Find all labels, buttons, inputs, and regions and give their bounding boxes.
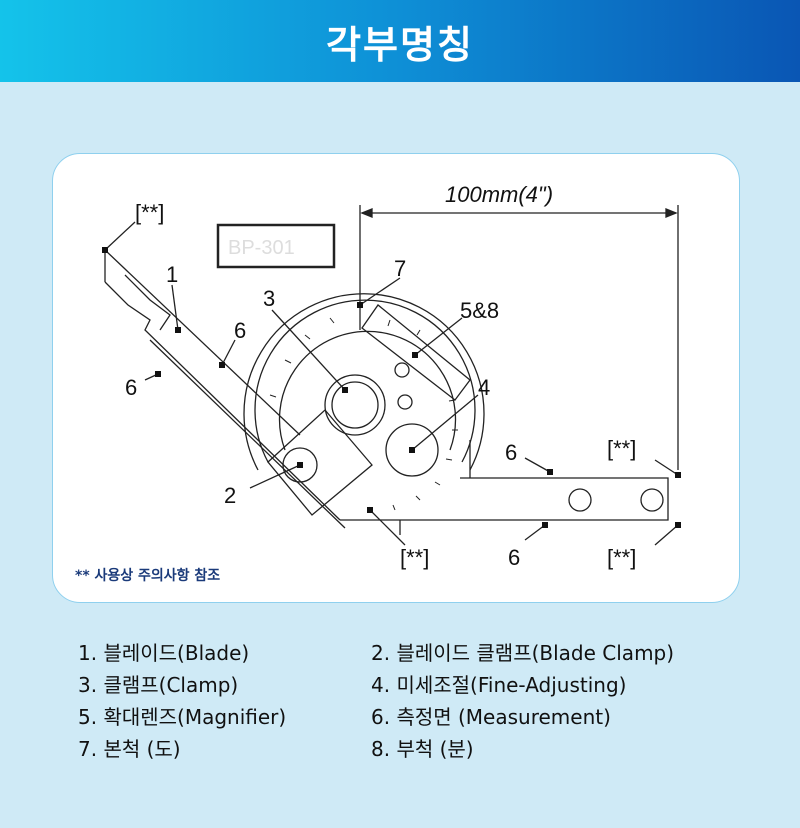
label-1: 1 <box>166 262 178 287</box>
base-hole <box>568 488 592 512</box>
part-item: 6. 측정면 (Measurement) <box>371 705 611 729</box>
blade-clamp <box>267 409 373 516</box>
base-hole <box>640 488 664 512</box>
parts-list: 1. 블레이드(Blade) 2. 블레이드 클램프(Blade Clamp) … <box>78 640 738 762</box>
part-item: 8. 부척 (분) <box>371 737 474 761</box>
label-5-8: 5&8 <box>460 298 499 323</box>
ref-label: [**] <box>607 545 636 570</box>
page-title: 각부명칭 <box>326 22 474 67</box>
dimension-label: 100mm(4") <box>445 182 553 207</box>
label-6: 6 <box>505 440 517 465</box>
part-item: 4. 미세조절(Fine-Adjusting) <box>371 673 627 697</box>
label-4: 4 <box>478 375 490 400</box>
model-label: BP-301 <box>228 237 295 259</box>
fine-adjust-knob <box>385 423 439 477</box>
clamp-knob <box>324 374 386 436</box>
part-item: 2. 블레이드 클램프(Blade Clamp) <box>371 641 675 665</box>
model-box <box>216 223 336 269</box>
protractor-outer <box>243 293 485 471</box>
part-item: 1. 블레이드(Blade) <box>78 641 250 665</box>
label-2: 2 <box>224 483 236 508</box>
diagram-card <box>52 153 740 603</box>
label-6: 6 <box>234 318 246 343</box>
label-6: 6 <box>508 545 520 570</box>
caution-note: ** 사용상 주의사항 참조 <box>75 568 221 584</box>
part-item: 5. 확대렌즈(Magnifier) <box>78 705 287 729</box>
part-item: 7. 본척 (도) <box>78 737 181 761</box>
label-7: 7 <box>394 256 406 281</box>
ref-label: [**] <box>400 545 429 570</box>
header-banner: 각부명칭 <box>0 0 800 82</box>
blade <box>104 249 301 436</box>
part-item: 3. 클램프(Clamp) <box>78 673 239 697</box>
ref-label: [**] <box>607 436 636 461</box>
ref-label: [**] <box>135 200 164 225</box>
label-6: 6 <box>125 375 137 400</box>
magnifier <box>361 304 471 401</box>
label-3: 3 <box>263 286 275 311</box>
base <box>340 477 669 535</box>
